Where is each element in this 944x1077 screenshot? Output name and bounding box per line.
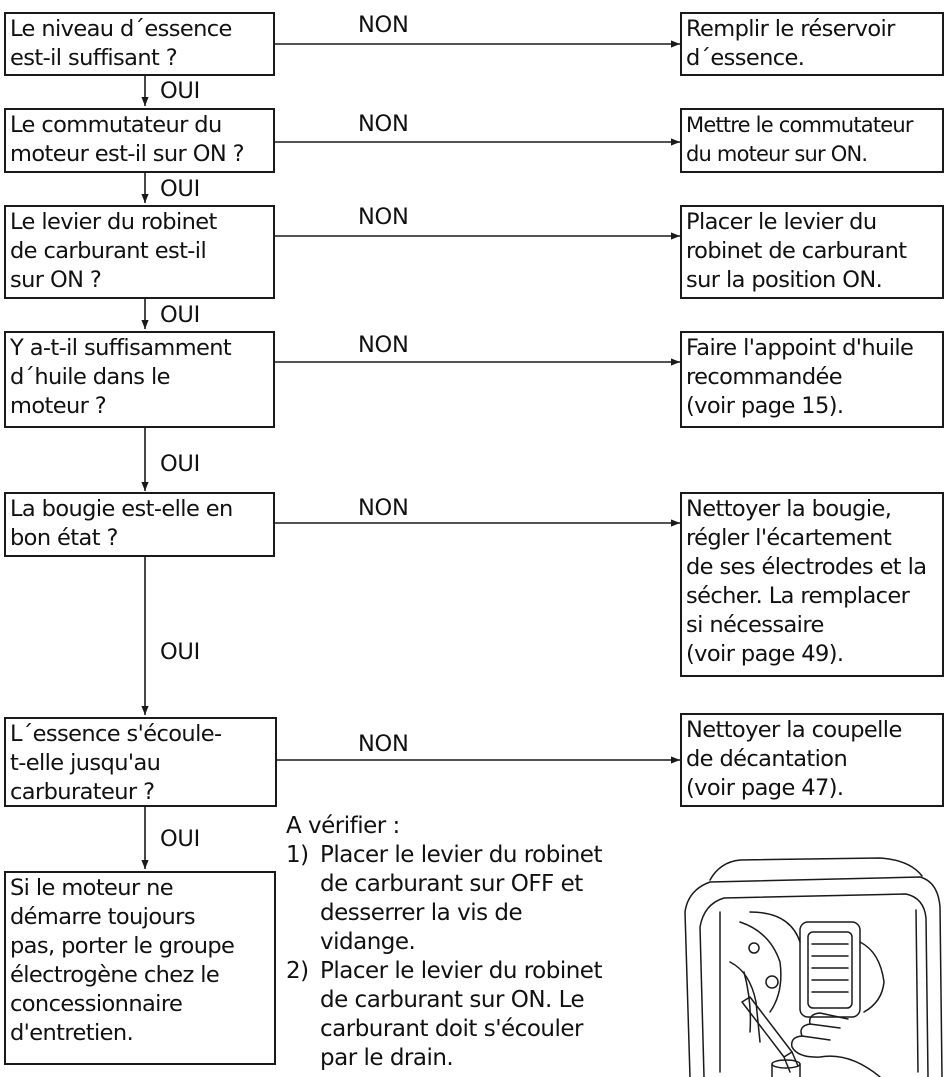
action-line: Placer le levier du [686,209,877,235]
final-line: démarre toujours [10,904,196,930]
check-line: vidange. [320,929,416,955]
action-line: sur la position ON. [686,267,883,293]
check-note: A vérifier : 1) Placer le levier du robi… [286,812,602,1073]
action-line: de décantation [686,746,848,772]
check-item-number: 1) [286,842,309,868]
no-label: NON [358,332,409,358]
yes-label: OUI [160,302,200,328]
check-line: Placer le levier du robinet [320,958,602,984]
action-line: Faire l'appoint d'huile [686,335,914,361]
yes-label: OUI [160,639,200,665]
check-title: A vérifier : [286,813,400,839]
question-line: L´essence s'écoule- [10,721,222,747]
question-line: Le levier du robinet [10,209,217,235]
no-label: NON [358,204,409,230]
action-line: Nettoyer la bougie, [686,496,892,522]
question-fuel-valve: Le levier du robinet de carburant est-il… [4,205,275,299]
action-line: Mettre le commutateur [686,113,914,137]
action-line: Remplir le réservoir [686,16,895,42]
final-line: électrogène chez le [10,962,220,988]
fuel-drain-illustration [684,857,943,1077]
final-line: concessionnaire [10,991,183,1017]
yes-label: OUI [160,451,200,477]
question-line: Le commutateur du [10,112,222,138]
question-spark-plug: La bougie est-elle en bon état ? [4,492,275,557]
action-line: (voir page 15). [686,393,844,419]
check-line: Placer le levier du robinet [320,842,602,868]
yes-label: OUI [160,176,200,202]
check-item-number: 2) [286,958,309,984]
action-fuel-valve-on: Placer le levier du robinet de carburant… [680,205,944,299]
action-line: (voir page 47). [686,775,844,801]
no-label: NON [358,12,409,38]
question-line: t-elle jusqu'au [10,750,161,776]
action-clean-spark-plug: Nettoyer la bougie, régler l'écartement … [680,492,944,677]
question-line: La bougie est-elle en [10,496,233,522]
action-engine-switch-on: Mettre le commutateur du moteur sur ON. [680,108,944,173]
check-item: 2) Placer le levier du robinet de carbur… [286,957,602,1073]
action-line: sécher. La remplacer [686,583,910,609]
question-line: d´huile dans le [10,364,170,390]
check-line: de carburant sur ON. Le [320,987,585,1013]
action-line: régler l'écartement [686,525,892,551]
check-line: carburant doit s'écouler [320,1016,583,1042]
action-line: d´essence. [686,45,805,71]
action-line: de ses électrodes et la [686,554,927,580]
question-fuel-flow: L´essence s'écoule- t-elle jusqu'au carb… [4,717,277,807]
yes-label: OUI [160,826,200,852]
question-line: sur ON ? [10,267,102,293]
question-line: bon état ? [10,525,118,551]
question-line: de carburant est-il [10,238,207,264]
question-line: est-il suffisant ? [10,45,178,71]
action-line: si nécessaire [686,612,824,638]
check-line: desserrer la vis de [320,900,523,926]
question-line: moteur est-il sur ON ? [10,141,245,167]
action-line: robinet de carburant [686,238,907,264]
action-clean-sediment-cup: Nettoyer la coupelle de décantation (voi… [680,713,944,807]
final-line: d'entretien. [10,1020,134,1046]
question-fuel-level: Le niveau d´essence est-il suffisant ? [4,12,275,76]
question-line: Y a-t-il suffisamment [10,335,232,361]
no-label: NON [358,111,409,137]
check-item: 1) Placer le levier du robinet de carbur… [286,841,602,957]
question-line: moteur ? [10,393,107,419]
action-line: Nettoyer la coupelle [686,717,902,743]
action-line: (voir page 49). [686,641,844,667]
question-engine-switch: Le commutateur du moteur est-il sur ON ? [4,108,275,173]
yes-label: OUI [160,78,200,104]
final-line: pas, porter le groupe [10,933,235,959]
question-oil-level: Y a-t-il suffisamment d´huile dans le mo… [4,331,275,428]
no-label: NON [358,495,409,521]
final-line: Si le moteur ne [10,875,174,901]
final-advice-box: Si le moteur ne démarre toujours pas, po… [4,871,276,1065]
action-add-oil: Faire l'appoint d'huile recommandée (voi… [680,331,944,428]
question-line: carburateur ? [10,779,155,805]
check-line: par le drain. [320,1045,454,1071]
check-line: de carburant sur OFF et [320,871,583,897]
question-line: Le niveau d´essence [10,16,232,42]
no-label: NON [358,731,409,757]
action-line: recommandée [686,364,843,390]
action-line: du moteur sur ON. [686,142,868,166]
action-fill-tank: Remplir le réservoir d´essence. [680,12,944,76]
